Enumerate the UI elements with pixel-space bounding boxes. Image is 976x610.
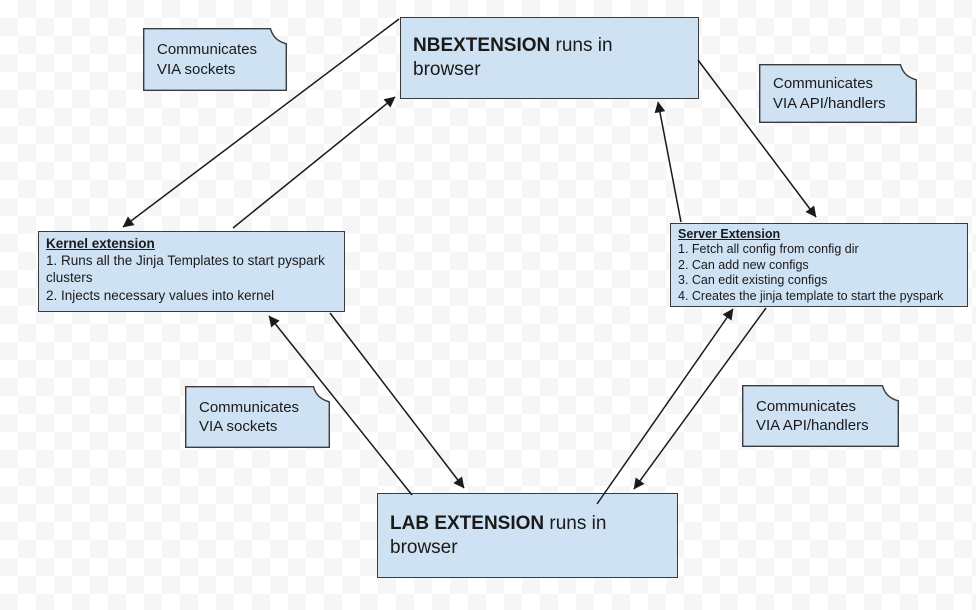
node-nbextension-label-rest: runs in browser (413, 35, 613, 80)
node-lab-extension: LAB EXTENSION runs in browser (377, 493, 678, 578)
note-communicates-api-top: Communicates VIA API/handlers (759, 64, 917, 123)
note-text: Communicates VIA API/handlers (759, 64, 917, 123)
note-line: Communicates (773, 75, 874, 92)
node-nbextension: NBEXTENSION runs in browser (400, 17, 699, 99)
node-server-title: Server Extension (678, 227, 781, 241)
note-line: VIA API/handlers (756, 417, 869, 434)
node-nbextension-label-bold: NBEXTENSION (413, 35, 551, 56)
note-line: Communicates (199, 398, 300, 416)
note-line: VIA API/handlers (773, 94, 886, 112)
note-line: VIA sockets (157, 60, 236, 78)
note-text: Communicates VIA sockets (185, 386, 330, 448)
note-line: VIA sockets (199, 418, 278, 435)
node-lab-label-bold: LAB EXTENSION (390, 512, 545, 534)
note-text: Communicates VIA sockets (143, 28, 287, 91)
node-kernel-item: 1. Runs all the Jinja Templates to start… (46, 253, 325, 286)
note-communicates-api-bottom: Communicates VIA API/handlers (742, 385, 899, 447)
node-server-item: 3. Can edit existing configs (678, 273, 828, 288)
node-server-extension: Server Extension 1. Fetch all config fro… (670, 223, 968, 307)
note-communicates-sockets-bottom: Communicates VIA sockets (185, 386, 330, 448)
arrow-lab-to-server (596, 308, 734, 505)
node-lab-label: LAB EXTENSION runs in browser (378, 512, 677, 560)
note-communicates-sockets-top: Communicates VIA sockets (143, 28, 287, 91)
node-server-item: 1. Fetch all config from config dir (678, 242, 859, 257)
node-kernel-item: 2. Injects necessary values into kernel (46, 287, 275, 303)
node-lab-label-rest: runs in browser (390, 512, 607, 558)
node-kernel-extension: Kernel extension 1. Runs all the Jinja T… (38, 231, 345, 312)
note-text: Communicates VIA API/handlers (742, 385, 899, 447)
folded-corner-shape (742, 385, 899, 447)
node-nbextension-label: NBEXTENSION runs in browser (401, 34, 698, 82)
node-server-item: 2. Can add new configs (678, 257, 809, 272)
arrow-kernel-to-nbextension (232, 96, 396, 229)
note-line: Communicates (756, 397, 857, 415)
arrow-server-to-nbextension (654, 101, 682, 223)
note-line: Communicates (157, 41, 258, 58)
node-server-item: 4. Creates the jinja template to start t… (678, 288, 944, 303)
node-kernel-title: Kernel extension (46, 236, 155, 251)
arrow-kernel-to-lab (329, 312, 465, 489)
